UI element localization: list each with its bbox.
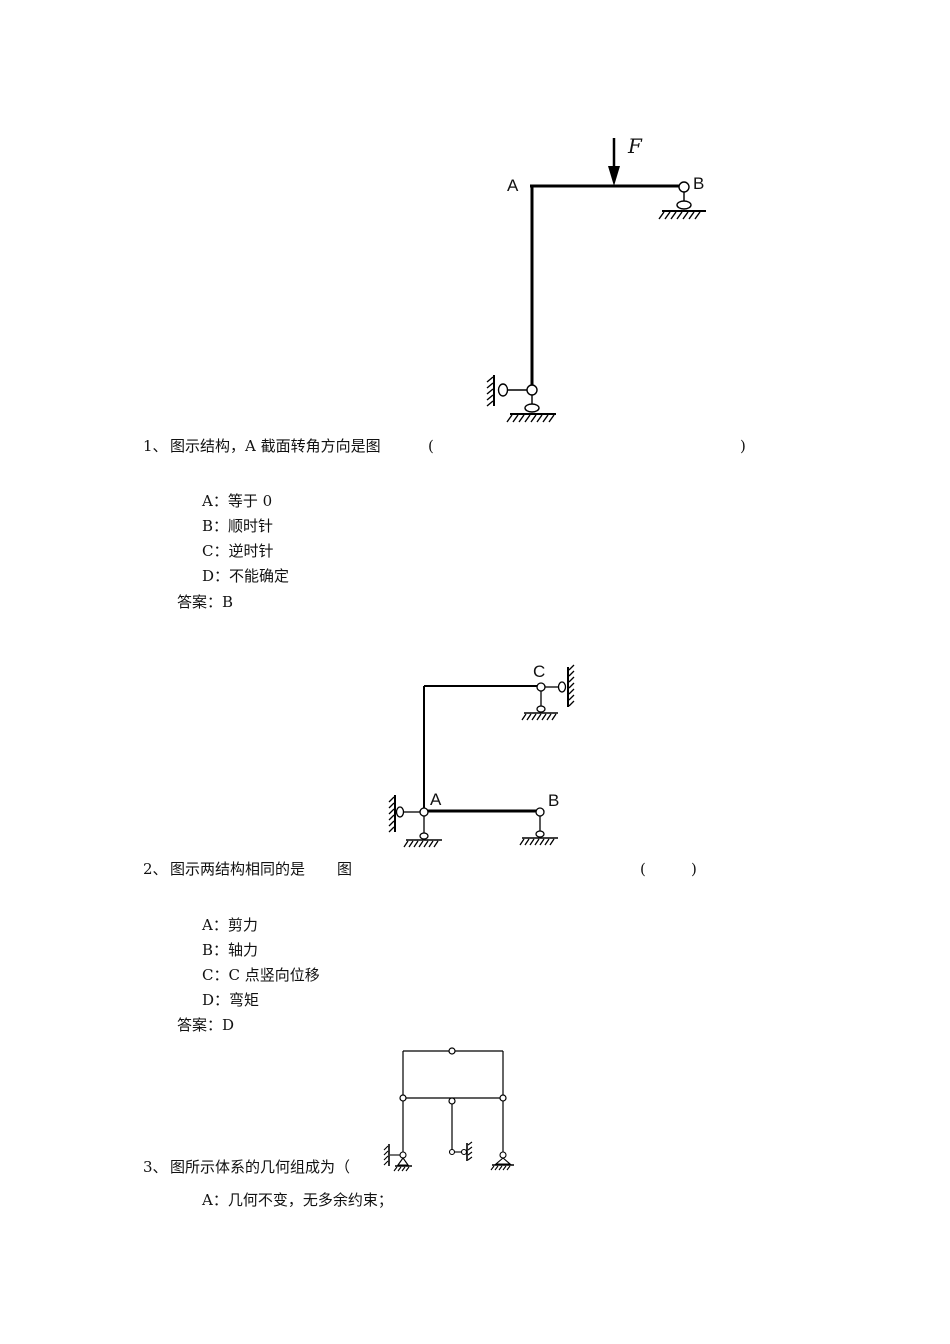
q3-left-support-icon [383,1144,412,1172]
q2-option-d: D：弯矩 [202,991,260,1009]
q1-load-arrow-icon [608,138,620,186]
q3-middle-support-icon [448,1141,473,1161]
q2-option-b: B：轴力 [202,941,259,959]
q2-number: 2、 [143,860,168,878]
q1-roller-support-b-icon [658,181,706,220]
q1-option-a: A：等于 0 [202,492,273,510]
q2-label-b: B [548,791,559,810]
q2-question-tail: 图 [337,860,353,878]
q3-option-a: A：几何不变，无多余约束； [202,1191,393,1209]
q1-paren-close: ) [740,437,746,455]
q1-answer: 答案：B [177,593,234,611]
q1-bottom-support-icon [486,375,556,423]
q1-label-f: F [627,134,643,158]
q2-label-a: A [430,790,442,809]
q3-question-text: 图所示体系的几何组成为（ [170,1158,351,1176]
q2-label-c: C [533,662,545,681]
q1-paren-open: ( [428,437,434,455]
q2-support-a-icon [388,795,442,848]
q2-option-a: A：剪力 [202,916,258,934]
q1-label-b: B [693,174,704,193]
q2-answer: 答案：D [177,1016,235,1034]
q2-support-b-icon [519,807,558,846]
q1-number: 1、 [143,437,168,455]
q1-option-d: D：不能确定 [202,567,290,585]
q2-option-c: C：C 点竖向位移 [202,966,320,984]
q1-label-a: A [507,176,519,195]
q1-question-text: 图示结构，A 截面转角方向是图 [170,437,381,455]
q3-right-support-icon [490,1151,514,1171]
q2-question-text: 图示两结构相同的是 [170,860,306,878]
q2-support-c-icon [521,664,575,721]
q3-number: 3、 [143,1158,168,1176]
q2-paren-open: ( [640,860,646,878]
q2-paren-close: ) [691,860,697,878]
q1-option-b: B：顺时针 [202,517,274,535]
q1-option-c: C：逆时针 [202,542,274,560]
